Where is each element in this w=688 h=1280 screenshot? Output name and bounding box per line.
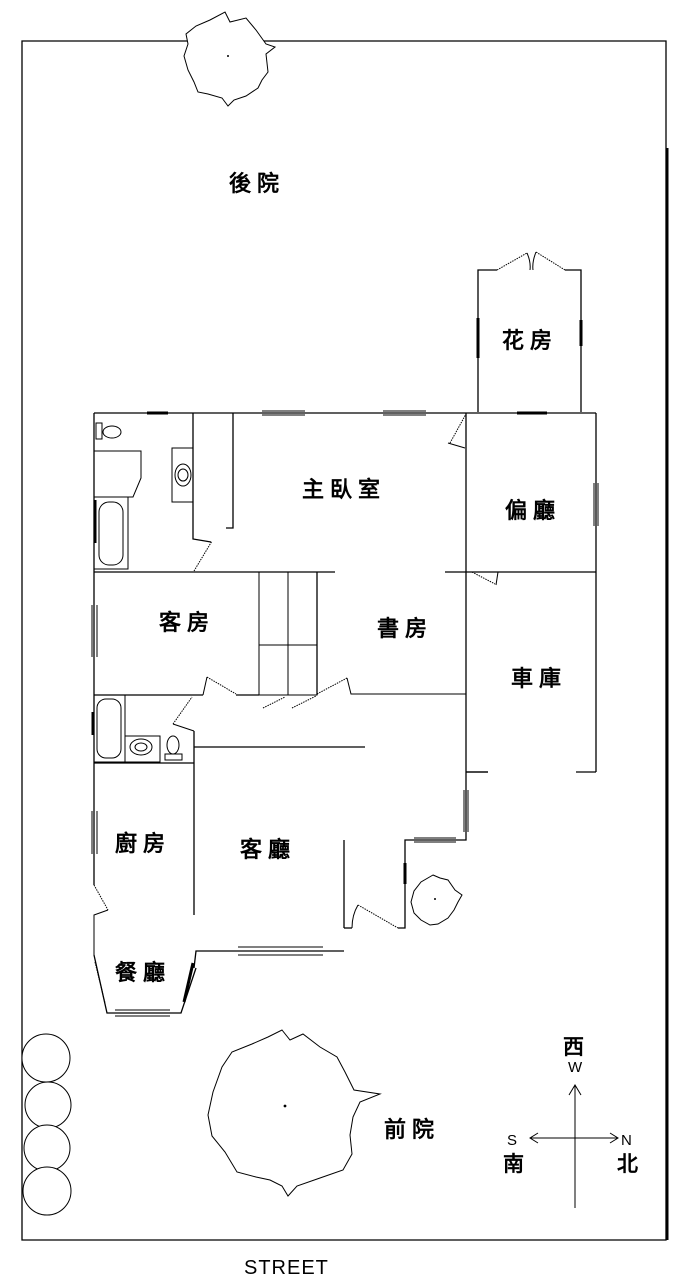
label-side-hall: 偏廳 xyxy=(505,498,561,524)
label-backyard: 後院 xyxy=(229,171,285,197)
house-walls xyxy=(91,410,599,885)
label-garage: 車庫 xyxy=(511,666,567,692)
label-guest-room: 客房 xyxy=(159,610,215,636)
compass-west-letter: W xyxy=(568,1059,583,1076)
label-front-yard: 前院 xyxy=(384,1117,440,1143)
master-bathroom xyxy=(93,413,234,572)
entry-tree-icon xyxy=(410,874,463,926)
label-living-room: 客廳 xyxy=(240,837,296,863)
front-yard-tree-icon xyxy=(207,1029,382,1197)
compass-west-cn: 西 xyxy=(563,1035,584,1059)
street-label: STREET xyxy=(244,1257,329,1279)
compass-south-cn: 南 xyxy=(503,1152,524,1176)
greenhouse-walls xyxy=(476,251,583,412)
label-greenhouse: 花房 xyxy=(502,328,558,354)
label-master-bedroom: 主臥室 xyxy=(302,477,386,503)
shrub-row-icon xyxy=(21,1033,72,1216)
label-kitchen: 廚房 xyxy=(115,831,171,857)
compass-north-cn: 北 xyxy=(617,1152,638,1176)
label-dining-room: 餐廳 xyxy=(115,960,171,986)
compass-rose xyxy=(529,1084,619,1208)
backyard-tree-icon xyxy=(183,11,277,107)
interior-walls xyxy=(93,413,596,1017)
compass-north-letter: N xyxy=(621,1132,632,1149)
compass-south-letter: S xyxy=(507,1132,517,1149)
property-boundary xyxy=(21,40,669,1241)
label-study: 書房 xyxy=(377,616,433,642)
